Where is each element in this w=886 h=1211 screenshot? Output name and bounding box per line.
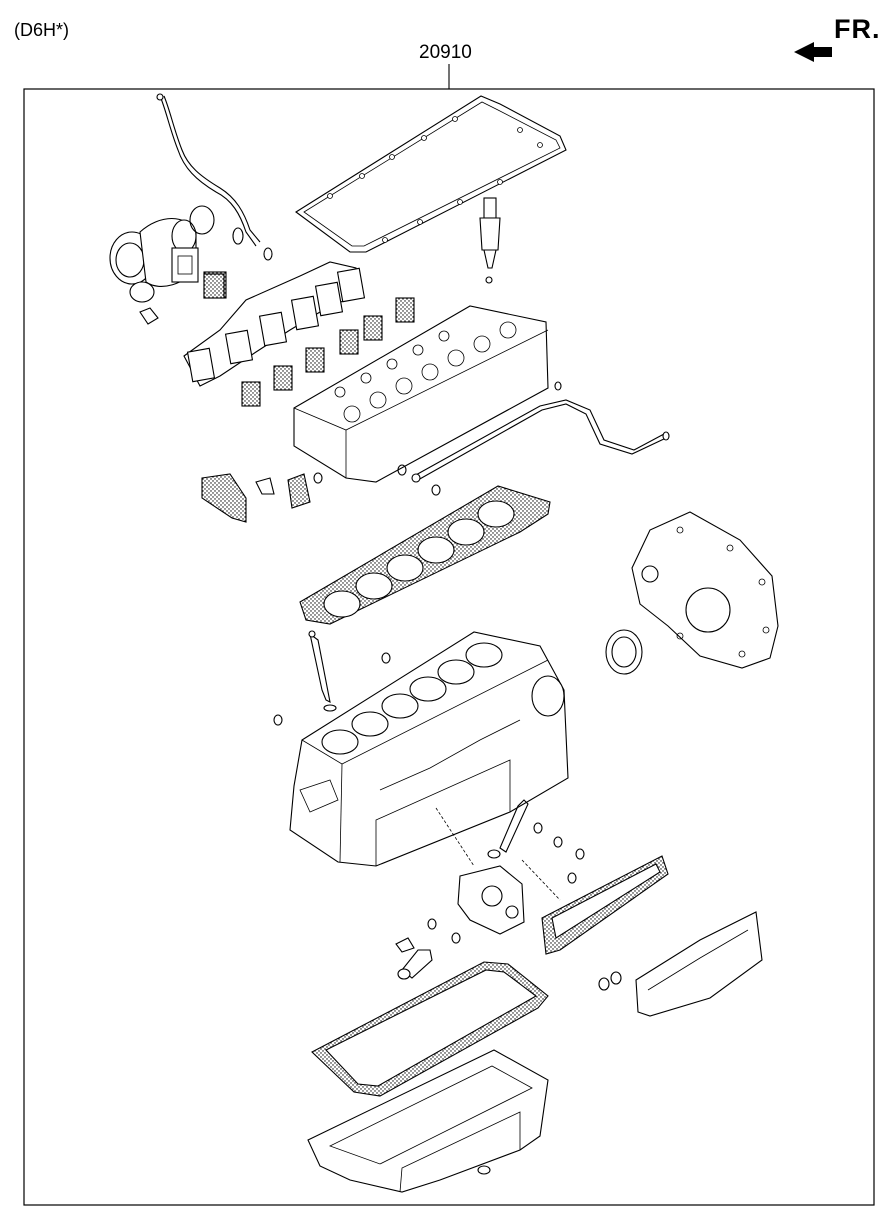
front-direction-label: FR.	[834, 14, 881, 44]
fuel-rail-pipe[interactable]	[397, 381, 670, 496]
oil-pan-gasket[interactable]	[311, 961, 549, 1097]
oil-suction-pipe[interactable]	[395, 937, 433, 980]
valve-cover-gasket[interactable]	[295, 95, 567, 253]
oil-pump[interactable]	[457, 865, 525, 935]
rear-crankshaft-seal[interactable]	[605, 629, 643, 675]
oil-cooler-pipe[interactable]	[435, 799, 561, 901]
oil-cooler-housing[interactable]	[635, 911, 763, 1017]
cylinder-head[interactable]	[293, 305, 549, 483]
cylinder-block[interactable]	[289, 631, 569, 867]
turbocharger[interactable]	[109, 205, 244, 325]
exhaust-manifold[interactable]	[183, 261, 366, 387]
engine-code-label: (D6H*)	[14, 20, 70, 40]
fuel-injector[interactable]	[479, 197, 501, 284]
water-outlet-gaskets[interactable]	[201, 472, 323, 523]
oil-pan[interactable]	[307, 1049, 549, 1193]
flywheel-housing[interactable]	[631, 511, 779, 669]
cylinder-head-gasket[interactable]	[299, 485, 551, 625]
kit-frame	[23, 88, 875, 1206]
part-number-label[interactable]: 20910	[419, 42, 472, 63]
dipstick-tube[interactable]	[273, 630, 391, 726]
exhaust-manifold-gaskets[interactable]	[203, 273, 415, 407]
turbo-oil-feed-pipe[interactable]	[156, 93, 273, 261]
arrow-right-icon	[794, 42, 832, 62]
oil-cooler-gasket[interactable]	[541, 855, 669, 955]
o-rings[interactable]	[427, 822, 622, 1175]
